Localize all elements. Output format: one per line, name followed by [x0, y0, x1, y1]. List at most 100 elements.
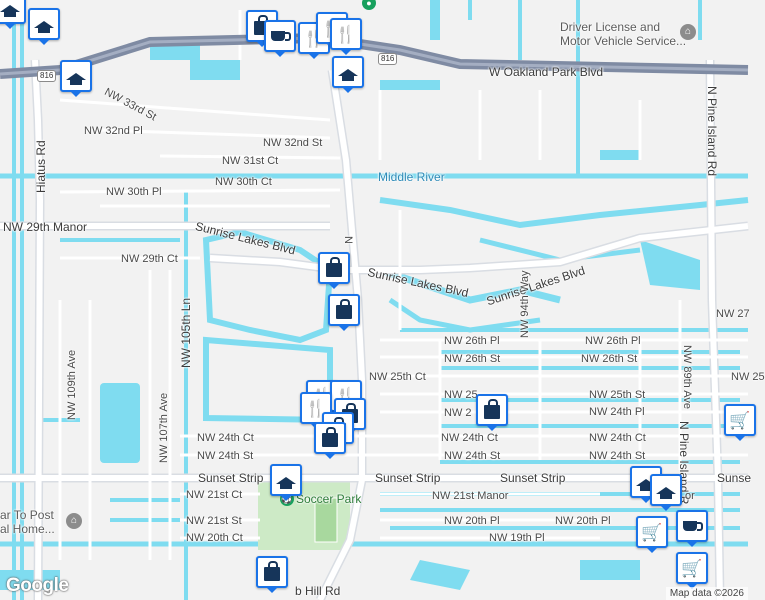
label-nw-26th-pl-b: NW 26th Pl: [585, 335, 641, 347]
graduation-cap-icon: [0, 4, 20, 17]
label-nw-25-far-east: NW 25: [731, 371, 765, 383]
shopping-bag-icon: [326, 257, 342, 277]
label-w-oakland-park-blvd: W Oakland Park Blvd: [489, 65, 604, 79]
canals: [0, 0, 748, 600]
shopping-pin-9[interactable]: [318, 252, 350, 289]
label-nw-24th-ct-a: NW 24th Ct: [197, 432, 254, 444]
label-nw-24th-pl-partial: NW 2: [444, 407, 472, 419]
label-sunset-strip-a: Sunset Strip: [198, 471, 264, 485]
label-middle-river: Middle River: [378, 170, 445, 184]
post-office-icon[interactable]: ⌂: [66, 513, 82, 529]
shopping-pin-16[interactable]: [314, 422, 346, 459]
label-nw-19th-pl: NW 19th Pl: [489, 532, 545, 544]
label-n-pine-island-rd: N Pine Island Rd: [705, 86, 719, 177]
label-nw-21st-st: NW 21st St: [186, 515, 242, 527]
shopping-pin-25[interactable]: [256, 556, 288, 593]
label-nw-21st-ct: NW 21st Ct: [186, 489, 243, 501]
label-nw-27: NW 27: [716, 308, 750, 320]
label-or-partial: or: [685, 490, 695, 502]
label-sunset-strip-b: Sunset Strip: [375, 471, 441, 485]
school-pin-8[interactable]: [332, 56, 364, 93]
grocery-pin-21[interactable]: 🛒: [724, 404, 756, 441]
label-nw-25th-st: NW 25th St: [589, 389, 646, 401]
graduation-cap-icon: [276, 476, 296, 489]
label-nw-29th-ct: NW 29th Ct: [121, 253, 178, 265]
label-n-vertical-road: N: [342, 236, 354, 244]
label-nw-24th-ct-b: NW 24th Ct: [441, 432, 498, 444]
label-nw-32nd-st: NW 32nd St: [263, 137, 323, 149]
shopping-cart-icon: 🛒: [641, 522, 663, 542]
school-pin-2[interactable]: [60, 60, 92, 97]
label-nw-20th-ct: NW 20th Ct: [186, 532, 243, 544]
label-nw-105th-ln: NW 105th Ln: [179, 297, 193, 368]
label-nw-24th-ct-c: NW 24th Ct: [589, 432, 646, 444]
label-nw-21st-manor: NW 21st Manor: [432, 490, 509, 502]
route-816-shield-west: 816: [37, 70, 57, 82]
label-driver-license-office[interactable]: Driver License and Motor Vehicle Service…: [560, 20, 687, 48]
graduation-cap-icon: [636, 478, 656, 491]
minor-streets: [58, 10, 748, 560]
label-nw-20th-pl-a: NW 20th Pl: [444, 515, 500, 527]
label-nw-26th-st-a: NW 26th St: [444, 353, 501, 365]
lakes: [0, 0, 749, 590]
label-nw-31st-ct: NW 31st Ct: [222, 155, 279, 167]
label-nw-25th-ct-partial: NW 25: [444, 389, 478, 401]
school-pin-1[interactable]: [28, 8, 60, 45]
label-nw-24th-st-a: NW 24th St: [197, 450, 254, 462]
grocery-pin-22[interactable]: 🛒: [636, 516, 668, 553]
restaurant-icon: 🍴: [335, 24, 357, 44]
shopping-bag-icon: [264, 561, 280, 581]
label-nw-29th-manor: NW 29th Manor: [3, 220, 88, 234]
label-nw-89th-ave: NW 89th Ave: [681, 345, 693, 409]
label-nw-32nd-pl: NW 32nd Pl: [84, 125, 143, 137]
shopping-bag-icon: [484, 399, 500, 419]
label-post-office[interactable]: ar To Post al Home...: [0, 508, 55, 536]
school-pin-20[interactable]: [650, 474, 682, 511]
cafe-pin-4[interactable]: [264, 20, 296, 57]
school-pin-18[interactable]: [270, 464, 302, 501]
map-attribution[interactable]: Map data ©2026: [665, 587, 748, 600]
shopping-bag-icon: [336, 299, 352, 319]
grocery-pin-24[interactable]: 🛒: [676, 552, 708, 589]
label-b-hill-rd: b Hill Rd: [295, 584, 341, 598]
label-nw-30th-ct: NW 30th Ct: [215, 176, 272, 188]
map-base-layer: [0, 0, 749, 600]
school-pin-0[interactable]: [0, 0, 26, 29]
label-nw-30th-pl: NW 30th Pl: [106, 186, 162, 198]
graduation-cap-icon: [656, 486, 676, 499]
graduation-cap-icon: [66, 72, 86, 85]
label-nw-94th-way: NW 94th Way: [519, 270, 531, 338]
restaurant-pin-7[interactable]: 🍴: [330, 18, 362, 55]
restaurant-icon: 🍴: [305, 398, 327, 418]
major-roads-inner: [0, 59, 749, 600]
label-nw-24th-pl: NW 24th Pl: [589, 406, 645, 418]
label-nw-24th-st-c: NW 24th St: [589, 450, 646, 462]
shopping-pin-10[interactable]: [328, 294, 360, 331]
shopping-cart-icon: 🛒: [681, 558, 703, 578]
label-nw-107th-ave: NW 107th Ave: [158, 392, 170, 463]
label-nw-26th-pl-a: NW 26th Pl: [444, 335, 500, 347]
label-soccer-park[interactable]: Soccer Park: [296, 492, 362, 506]
coffee-cup-icon: [271, 31, 291, 41]
graduation-cap-icon: [34, 20, 54, 33]
cafe-pin-23[interactable]: [676, 510, 708, 547]
label-sunset-strip-c: Sunset Strip: [500, 471, 566, 485]
shopping-bag-icon: [322, 427, 338, 447]
label-nw-25th-ct: NW 25th Ct: [369, 371, 426, 383]
soccer-field: [314, 497, 338, 543]
label-nw-20th-pl-b: NW 20th Pl: [555, 515, 611, 527]
coffee-cup-icon: [683, 521, 703, 531]
shopping-pin-17[interactable]: [476, 394, 508, 431]
label-nw-26th-st-b: NW 26th St: [581, 353, 638, 365]
label-sunset-strip-d: Sunse: [717, 471, 752, 485]
shopping-cart-icon: 🛒: [729, 410, 751, 430]
route-816-shield-east: 816: [378, 53, 398, 65]
label-nw-24th-st-b: NW 24th St: [444, 450, 501, 462]
label-nw-109th-ave: NW 109th Ave: [66, 349, 78, 420]
government-building-icon[interactable]: ⌂: [680, 24, 696, 40]
graduation-cap-icon: [338, 68, 358, 81]
label-hiatus-rd: Hiatus Rd: [34, 140, 48, 193]
place-marker-icon[interactable]: ●: [362, 0, 376, 10]
google-logo[interactable]: Google: [6, 575, 69, 596]
